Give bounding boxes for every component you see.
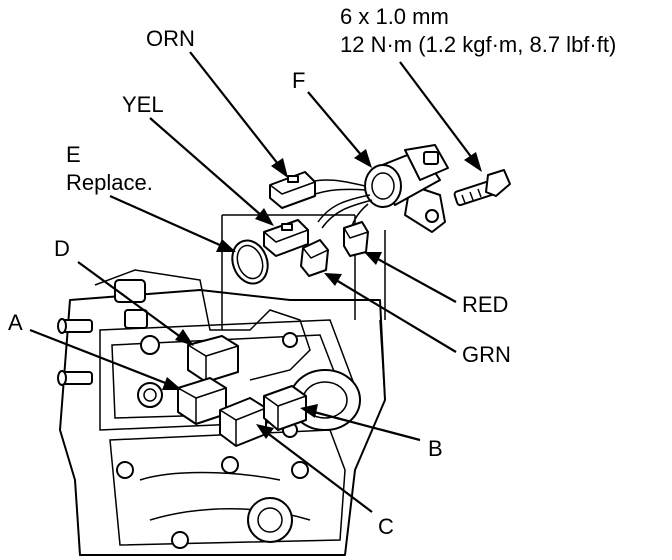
- leader-orn: [189, 51, 288, 178]
- label-e: E: [66, 142, 81, 167]
- label-orn: ORN: [146, 26, 195, 51]
- connector-yel: [263, 219, 309, 257]
- connector-grn: [300, 239, 329, 277]
- leader-f: [307, 91, 372, 168]
- label-b: B: [428, 436, 443, 461]
- connector-orn: [269, 171, 316, 209]
- guide-lines: [221, 214, 386, 401]
- o-ring-e: [231, 239, 269, 285]
- label-e-note: Replace.: [66, 170, 153, 195]
- solenoid-c: [219, 397, 267, 447]
- label-d: D: [54, 236, 70, 261]
- bolt: [453, 169, 511, 207]
- label-spec-torque: 12 N·m (1.2 kgf·m, 8.7 lbf·ft): [340, 32, 616, 57]
- leader-d: [77, 261, 194, 346]
- leader-e: [109, 194, 236, 252]
- label-grn: GRN: [462, 342, 511, 367]
- leader-a: [29, 328, 182, 390]
- sensor-f: [364, 144, 449, 233]
- connector-red: [343, 221, 369, 257]
- leader-c: [256, 424, 373, 513]
- leader-yel: [149, 117, 274, 226]
- label-red: RED: [462, 292, 508, 317]
- label-f: F: [292, 68, 305, 93]
- solenoid-b: [263, 385, 307, 431]
- leader-b: [300, 404, 421, 442]
- label-yel: YEL: [122, 92, 164, 117]
- solenoid-d: [187, 335, 239, 383]
- label-c: C: [378, 514, 394, 539]
- label-a: A: [8, 310, 23, 335]
- label-spec-size: 6 x 1.0 mm: [340, 4, 449, 29]
- left-studs: [57, 318, 93, 386]
- leader-bolt: [399, 61, 482, 172]
- solenoid-a: [177, 377, 227, 425]
- leader-red: [364, 252, 457, 303]
- leader-grn: [324, 273, 457, 353]
